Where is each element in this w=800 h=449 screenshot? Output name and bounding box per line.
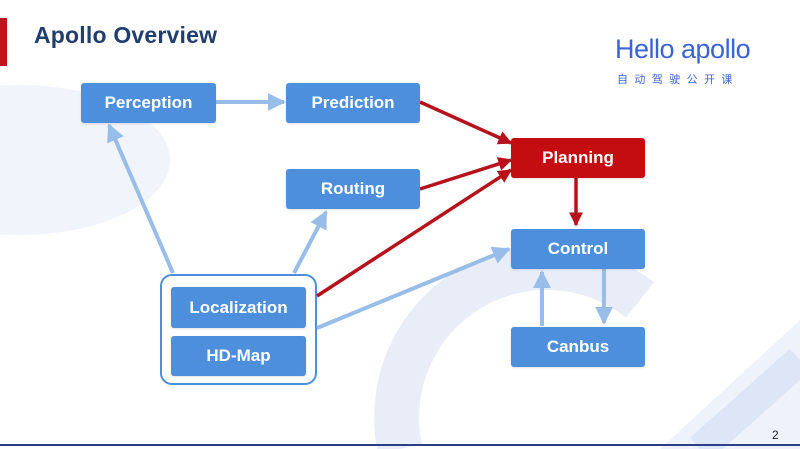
node-routing: Routing <box>286 169 420 209</box>
bg-ring-arc <box>374 244 654 449</box>
logo-wordmark: Hello apollo <box>615 34 751 64</box>
bg-corner-triangle <box>660 320 800 449</box>
node-planning: Planning <box>511 138 645 178</box>
bg-corner-stripe <box>690 348 800 449</box>
arrow-localization-to-perception <box>107 123 175 274</box>
arrow-prediction-to-planning <box>419 100 513 145</box>
title-accent-bar <box>0 18 7 66</box>
page-title: Apollo Overview <box>34 22 218 48</box>
arrow-localization-to-routing <box>292 210 328 274</box>
node-localization: Localization <box>171 287 306 328</box>
node-perception: Perception <box>81 83 216 123</box>
node-control: Control <box>511 229 645 269</box>
page-number: 2 <box>772 428 779 442</box>
arrow-routing-to-planning <box>419 157 513 191</box>
arrow-localization-to-control <box>316 246 511 330</box>
arrow-localization-to-planning <box>316 168 513 298</box>
logo-subtitle: 自动驾驶公开课 <box>617 74 739 86</box>
footer-rule <box>0 444 800 446</box>
node-hd-map: HD-Map <box>171 336 306 376</box>
node-canbus: Canbus <box>511 327 645 367</box>
node-prediction: Prediction <box>286 83 420 123</box>
